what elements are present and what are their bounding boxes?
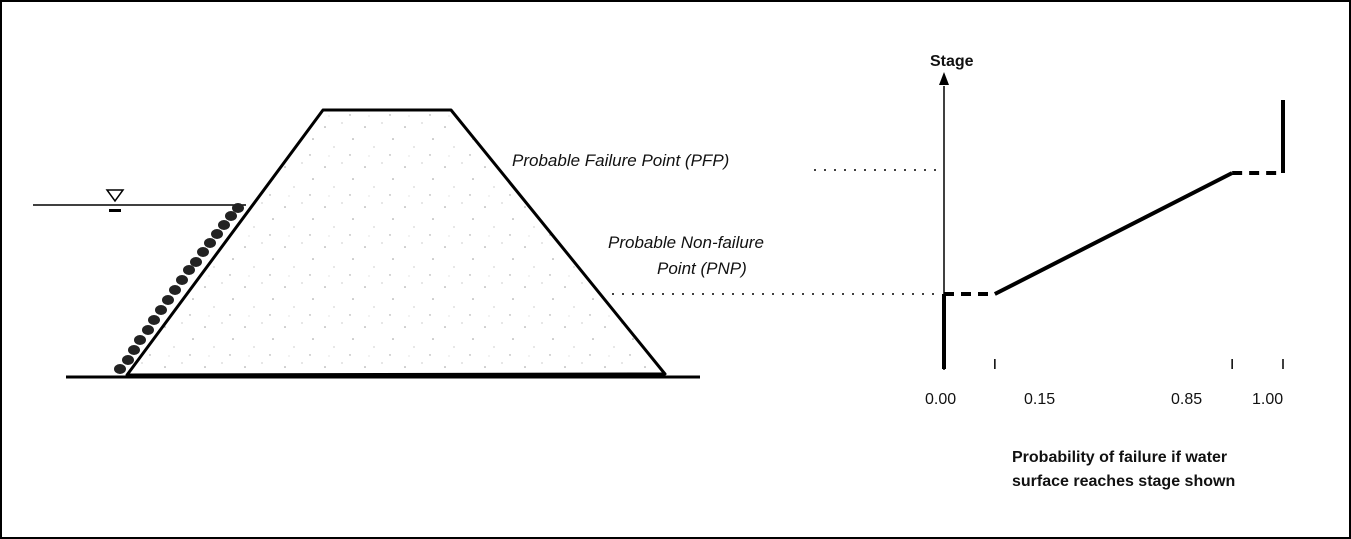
- riprap-stone-2: [128, 345, 140, 355]
- riprap-stone-12: [197, 247, 209, 257]
- riprap-stone-10: [183, 265, 195, 275]
- x-tick-label-3: 1.00: [1252, 391, 1283, 408]
- riprap-stone-7: [162, 295, 174, 305]
- x-axis-label-line1: Probability of failure if water: [1012, 449, 1227, 466]
- riprap-stone-6: [155, 305, 167, 315]
- riprap-stone-4: [142, 325, 154, 335]
- riprap-stone-1: [122, 355, 134, 365]
- pnp-label-line1: Probable Non-failure: [608, 233, 764, 252]
- x-tick-label-2: 0.85: [1171, 391, 1202, 408]
- riprap-stone-13: [204, 238, 216, 248]
- riprap-stone-14: [211, 229, 223, 239]
- water-level-icon: [105, 189, 125, 212]
- riprap-stone-17: [232, 203, 244, 213]
- riprap-stone-8: [169, 285, 181, 295]
- levee-embankment: [125, 108, 667, 377]
- y-axis-arrow: [939, 72, 949, 85]
- riprap-stone-16: [225, 211, 237, 221]
- pfp-label: Probable Failure Point (PFP): [512, 151, 729, 170]
- riprap-stone-0: [114, 364, 126, 374]
- failure-probability-chart: Stage 0.00 0.15 0.85 1.00 Probability of…: [925, 53, 1285, 490]
- riprap-stones: [114, 203, 244, 374]
- pnp-label-line2: Point (PNP): [657, 259, 747, 278]
- riprap-stone-11: [190, 257, 202, 267]
- x-tick-label-0: 0.00: [925, 391, 956, 408]
- x-tick-label-1: 0.15: [1024, 391, 1055, 408]
- riprap-stone-3: [134, 335, 146, 345]
- curve-segment-1: [993, 171, 1234, 296]
- riprap-stone-15: [218, 220, 230, 230]
- x-axis-label-line2: surface reaches stage shown: [1012, 473, 1235, 490]
- riprap-stone-9: [176, 275, 188, 285]
- riprap-stone-5: [148, 315, 160, 325]
- y-axis-label: Stage: [930, 53, 974, 70]
- levee-cross-section: [33, 108, 700, 379]
